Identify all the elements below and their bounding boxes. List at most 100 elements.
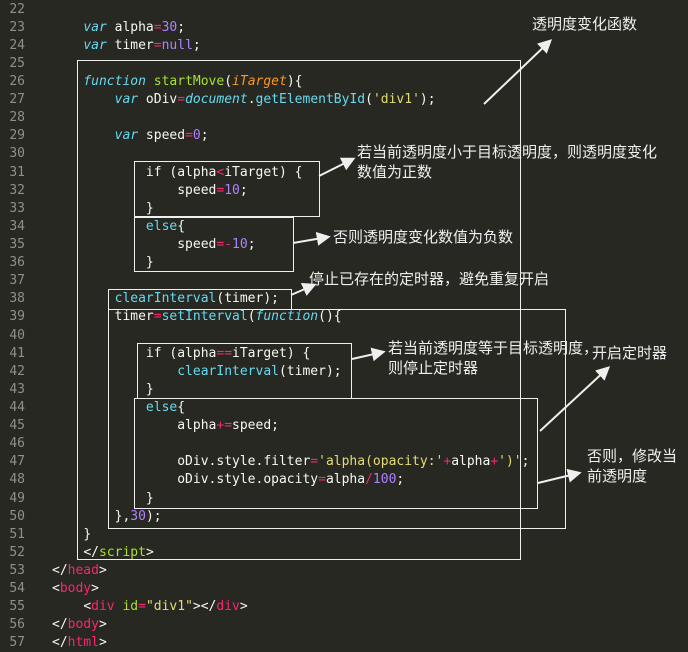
line-number: 51 [9,526,25,542]
line-number: 54 [9,581,25,597]
code-text: var speed=0; [114,128,209,144]
code-line[interactable]: 42 clearInterval(timer); [0,362,688,380]
code-text: } [145,255,154,271]
code-line[interactable]: 55 <div id="div1"></div> [0,598,688,616]
code-line[interactable]: 26 function startMove(iTarget){ [0,72,688,90]
code-text: else{ [145,218,186,234]
code-text: function startMove(iTarget){ [83,73,303,89]
code-text: <body> [52,581,99,597]
note-positive-line2: 数值为正数 [357,164,433,181]
line-number: 28 [9,110,25,126]
code-text: var alpha=30; [83,19,186,35]
code-text: </html> [52,635,107,651]
code-text: speed=10; [177,182,248,198]
code-line[interactable]: 39 timer=setInterval(function(){ [0,308,688,326]
line-number: 57 [9,635,25,651]
code-line[interactable]: 27 var oDiv=document.getElementById('div… [0,91,688,109]
line-number: 55 [9,599,25,615]
line-number: 33 [9,200,25,216]
line-number: 39 [9,309,25,325]
note-modify-line1: 否则，修改当 [587,448,678,465]
code-line[interactable]: 47 oDiv.style.filter='alpha(opacity:'+al… [0,453,688,471]
line-number: 34 [9,218,25,234]
code-text: if (alpha<iTarget) { [145,164,303,180]
code-line[interactable]: 28 [0,109,688,127]
line-number: 44 [9,399,25,415]
line-number: 49 [9,490,25,506]
note-negative: 否则透明度变化数值为负数 [333,229,514,246]
code-text: alpha+=speed; [177,418,279,434]
code-text: } [145,381,154,397]
code-line[interactable]: 57 </html> [0,634,688,652]
line-number: 27 [9,92,25,108]
note-clear: 停止已存在的定时器，避免重复开启 [309,271,550,288]
code-line[interactable]: 49 } [0,489,688,507]
code-line[interactable]: 25 [0,54,688,72]
code-line[interactable]: 24 var timer=null; [0,36,688,54]
code-line[interactable]: 34 else{ [0,217,688,235]
code-line[interactable]: 35 speed=-10; [0,235,688,253]
code-text: oDiv.style.filter='alpha(opacity:'+alpha… [177,454,530,470]
note-equal-line2: 则停止定时器 [388,360,479,377]
line-number: 48 [9,472,25,488]
code-text: } [83,526,92,542]
line-number: 52 [9,544,25,560]
note-positive: 若当前透明度小于目标透明度，则透明度变化 数值为正数 [357,143,657,183]
line-number: 43 [9,381,25,397]
line-number: 47 [9,454,25,470]
note-modify: 否则，修改当 前透明度 [587,447,677,487]
line-number: 40 [9,327,25,343]
code-line[interactable]: 43 } [0,380,688,398]
line-number: 32 [9,182,25,198]
note-positive-line1: 若当前透明度小于目标透明度，则透明度变化 [357,144,658,161]
code-line[interactable]: 56 </body> [0,616,688,634]
code-line[interactable]: 33 } [0,199,688,217]
code-line[interactable]: 37 [0,272,688,290]
line-number: 38 [9,291,25,307]
code-line[interactable]: 38 clearInterval(timer); [0,290,688,308]
code-text: } [145,490,154,506]
code-text: } [145,200,154,216]
line-number: 31 [9,164,25,180]
code-line[interactable]: 46 [0,435,688,453]
code-text: clearInterval(timer); [177,363,342,379]
code-line[interactable]: 31 if (alpha<iTarget) { [0,163,688,181]
code-line[interactable]: 54 <body> [0,580,688,598]
code-text: var oDiv=document.getElementById('div1')… [114,92,436,108]
code-line[interactable]: 45 alpha+=speed; [0,417,688,435]
code-line[interactable]: 30 [0,145,688,163]
line-number: 24 [9,37,25,53]
line-number: 25 [9,55,25,71]
code-line[interactable]: 41 if (alpha==iTarget) { [0,344,688,362]
line-number: 41 [9,345,25,361]
code-line[interactable]: 52 </script> [0,543,688,561]
code-line[interactable]: 44 else{ [0,398,688,416]
code-line[interactable]: 40 [0,326,688,344]
line-number: 46 [9,436,25,452]
note-equal: 若当前透明度等于目标透明度， 则停止定时器 [388,339,598,379]
code-line[interactable]: 32 speed=10; [0,181,688,199]
line-number: 56 [9,617,25,633]
code-line[interactable]: 50 },30); [0,507,688,525]
code-line[interactable]: 51 } [0,525,688,543]
note-start-timer: 开启定时器 [592,345,668,362]
line-number: 53 [9,562,25,578]
line-number: 26 [9,73,25,89]
line-number: 50 [9,508,25,524]
line-number: 37 [9,273,25,289]
code-line[interactable]: 48 oDiv.style.opacity=alpha/100; [0,471,688,489]
code-text: </body> [52,617,107,633]
code-text: var timer=null; [83,37,201,53]
code-text: if (alpha==iTarget) { [145,345,311,361]
line-number: 22 [9,1,25,17]
line-number: 42 [9,363,25,379]
code-line[interactable]: 22 [0,0,688,18]
code-line[interactable]: 36 } [0,254,688,272]
line-number: 45 [9,418,25,434]
code-text: timer=setInterval(function(){ [114,309,342,325]
code-line[interactable]: 23 var alpha=30; [0,18,688,36]
code-line[interactable]: 29 var speed=0; [0,127,688,145]
code-line[interactable]: 53</head> [0,561,688,579]
